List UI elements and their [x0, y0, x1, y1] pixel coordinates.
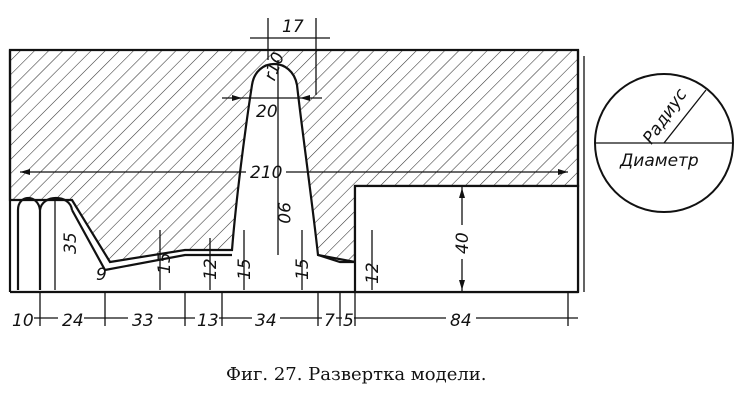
dim-12b-label: 12	[363, 262, 383, 284]
dim-90-label: 90	[273, 202, 293, 224]
dim-34-label: 34	[255, 311, 277, 331]
dim-12a-label: 12	[201, 258, 221, 280]
dim-15c-label: 15	[293, 258, 313, 280]
dim-15a-label: 15	[155, 252, 175, 274]
dim-20-label: 20	[256, 102, 278, 122]
figure-caption: Фиг. 27. Развертка модели.	[226, 364, 487, 385]
dim-35-label: 35	[61, 232, 81, 254]
left-finger-1	[16, 196, 42, 290]
dim-9-label: 9	[96, 265, 107, 285]
dim-7-label: 7	[324, 311, 335, 331]
dim-10-label: 10	[12, 311, 34, 331]
dim-33-label: 33	[132, 311, 154, 331]
dim-5-label: 5	[343, 311, 354, 331]
legend-diameter-label: Диаметр	[619, 151, 699, 171]
dim-13-label: 13	[197, 311, 219, 331]
lower-profile-right	[317, 253, 355, 264]
dim-17-label: 17	[282, 17, 304, 37]
lower-profile	[71, 209, 232, 272]
dim-210-label: 210	[250, 163, 282, 183]
left-finger-2	[38, 196, 74, 211]
radius-diameter-legend: Радиус Диаметр	[594, 73, 734, 213]
dim-84-label: 84	[450, 311, 472, 331]
dim-40-label: 40	[453, 232, 473, 254]
rectangular-cutout	[353, 184, 580, 294]
dim-24-label: 24	[62, 311, 84, 331]
hatched-material-body	[8, 48, 580, 264]
dim-15b-label: 15	[235, 258, 255, 280]
